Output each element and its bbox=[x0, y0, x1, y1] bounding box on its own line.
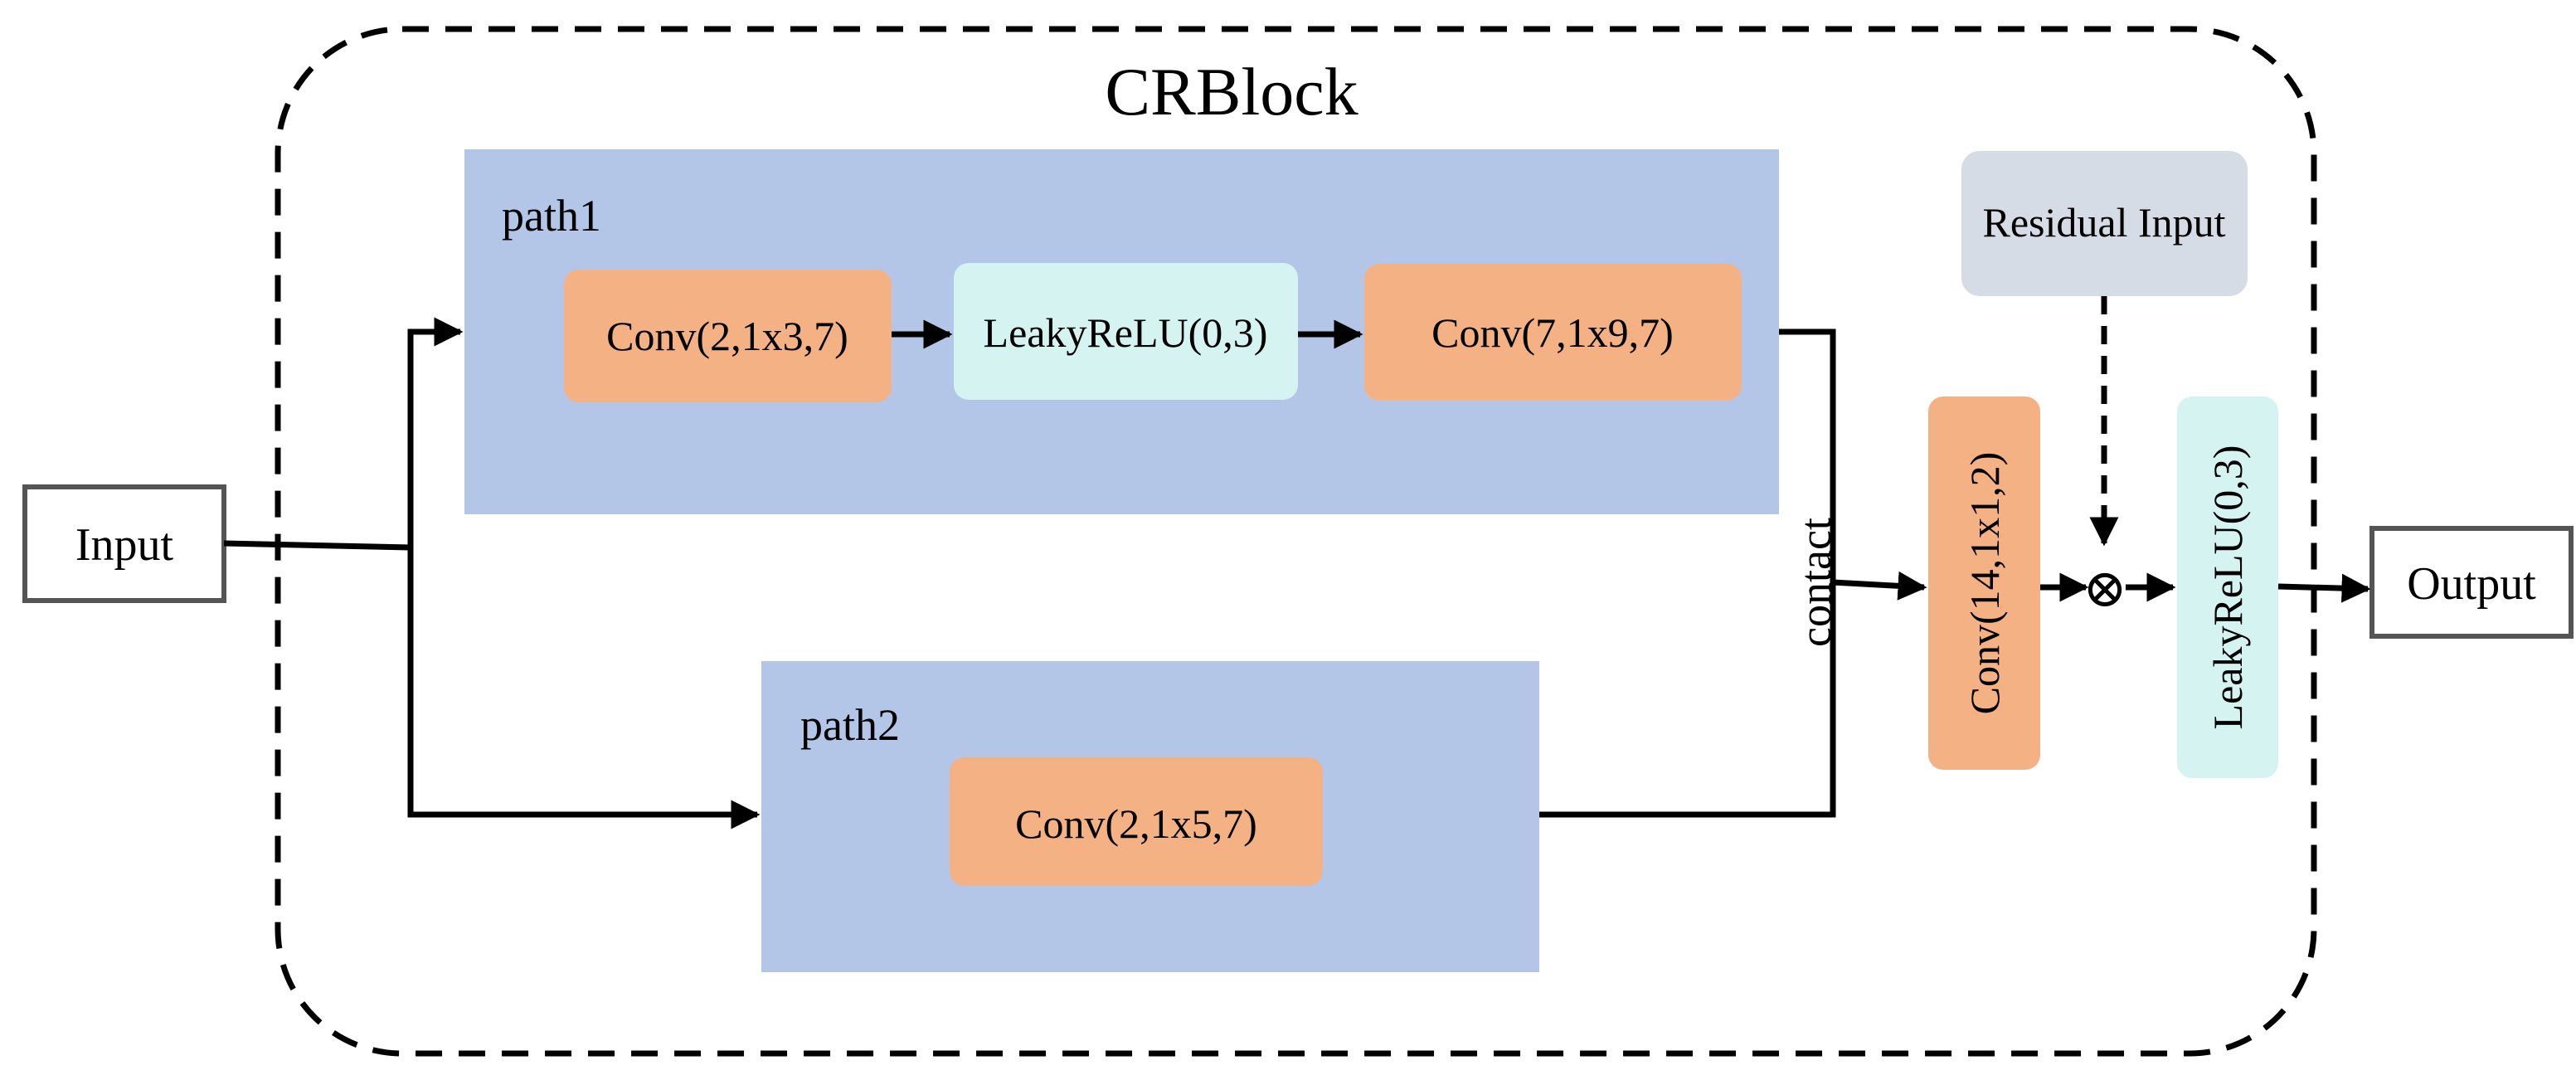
path2-label: path2 bbox=[800, 700, 900, 750]
split-to-path2-arrow bbox=[407, 547, 761, 829]
block-title: CRBlock bbox=[1105, 54, 1358, 129]
input-box bbox=[22, 484, 226, 603]
output-label: Output bbox=[2407, 558, 2536, 610]
split-to-path1-arrow bbox=[407, 317, 464, 813]
final-relu-block bbox=[2177, 396, 2278, 778]
merge-conv-label: Conv(14,1x1,2) bbox=[1961, 452, 2008, 715]
input-to-split-line bbox=[223, 540, 411, 551]
crblock-boundary bbox=[275, 26, 2317, 1057]
path1-conv1-block bbox=[564, 270, 892, 402]
connectors bbox=[223, 296, 2371, 829]
path1-conv1-label: Conv(2,1x3,7) bbox=[606, 313, 848, 359]
relu-to-output-arrow bbox=[2277, 573, 2371, 603]
path1-out-line bbox=[1779, 328, 1836, 582]
residual-input-block bbox=[1961, 151, 2248, 296]
merge-to-conv-arrow bbox=[1832, 571, 1927, 601]
multiply-symbol: ⊗ bbox=[2083, 559, 2127, 618]
path2-conv-label: Conv(2,1x5,7) bbox=[1015, 800, 1257, 847]
path1-relu-label: LeakyReLU(0,3) bbox=[984, 309, 1268, 356]
path1-relu-block bbox=[954, 263, 1298, 400]
residual-input-label: Residual Input bbox=[1982, 199, 2225, 246]
output-box bbox=[2369, 526, 2574, 639]
path1-conv2-label: Conv(7,1x9,7) bbox=[1431, 309, 1674, 356]
input-label: Input bbox=[75, 519, 174, 571]
path2-out-line bbox=[1539, 582, 1836, 818]
path1-label: path1 bbox=[502, 191, 601, 241]
merge-conv-block bbox=[1928, 396, 2040, 770]
path1-conv2-block bbox=[1364, 264, 1742, 401]
final-relu-label: LeakyReLU(0,3) bbox=[2204, 445, 2251, 730]
path2-conv-block bbox=[950, 757, 1323, 886]
